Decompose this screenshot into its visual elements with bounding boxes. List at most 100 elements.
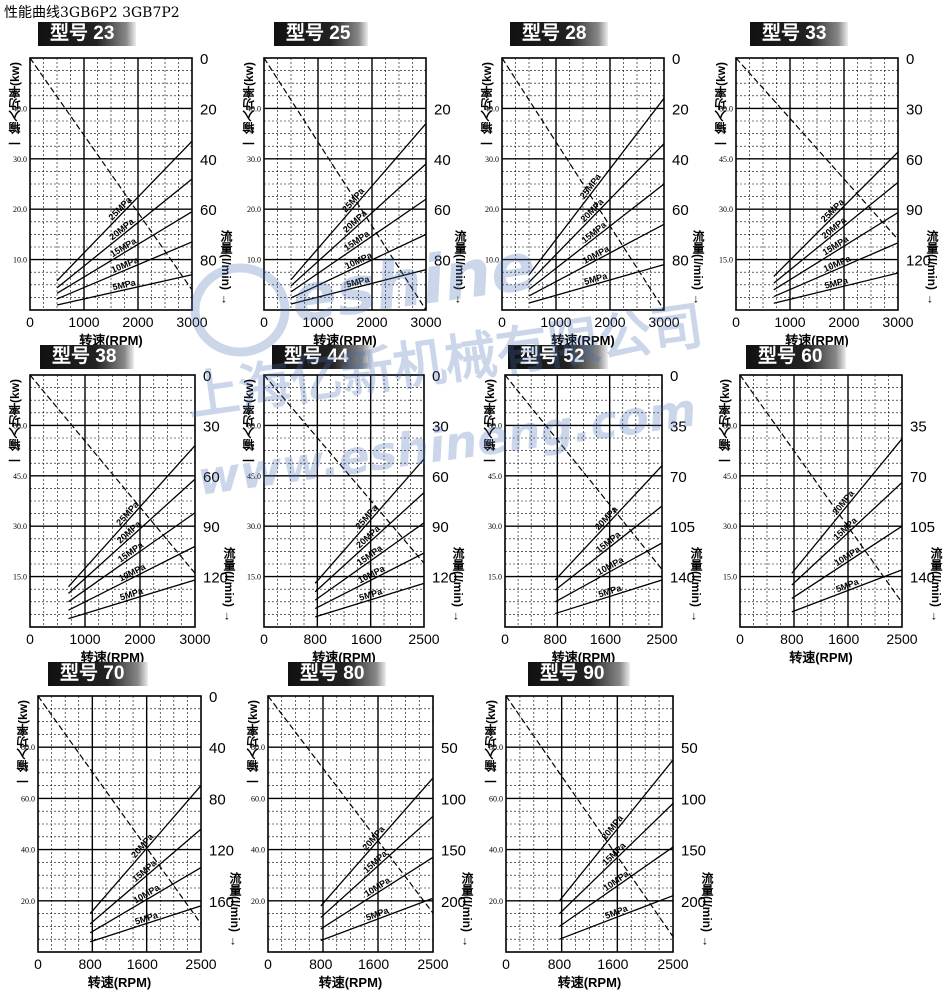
- y-axis-right-label: 流量(l/min) →: [451, 547, 465, 623]
- series-line-25MPa: [56, 140, 193, 282]
- right-tick-label: 20: [200, 101, 217, 118]
- left-tick-label: 10.0: [13, 256, 27, 265]
- left-tick-label: 30.0: [247, 522, 261, 531]
- flow-curve: [504, 374, 663, 570]
- series-line-10MPa: [68, 545, 196, 611]
- left-tick-label: 40.0: [251, 846, 265, 855]
- left-tick-label: 60.0: [13, 421, 27, 430]
- plot-frame: [267, 695, 434, 953]
- x-tick-label: 1000: [68, 314, 99, 330]
- left-tick-label: 15.0: [247, 573, 261, 582]
- series-line-20MPa: [314, 492, 425, 593]
- series-line-25MPa: [314, 458, 425, 584]
- series-line-25MPa: [773, 151, 899, 277]
- right-tick-label: 60: [203, 469, 220, 486]
- left-tick-label: 45.0: [247, 472, 261, 481]
- plot-frame: [263, 57, 427, 311]
- x-tick-label: 2000: [594, 314, 625, 330]
- right-tick-label: 70: [910, 469, 927, 486]
- right-tick-label: 50: [681, 740, 698, 757]
- x-tick-label: 2500: [185, 956, 216, 972]
- x-tick-label: 800: [78, 956, 102, 972]
- right-tick-label: 120: [203, 570, 228, 587]
- plot-frame: [37, 695, 202, 953]
- x-tick-label: 1000: [774, 314, 805, 330]
- flow-curve: [29, 374, 196, 574]
- left-tick-label: 20.0: [251, 897, 265, 906]
- flow-curve: [37, 695, 202, 925]
- x-tick-label: 1600: [597, 956, 628, 972]
- left-tick-label: 15.0: [723, 573, 737, 582]
- series-line-15MPa: [89, 828, 202, 925]
- right-tick-label: 0: [203, 368, 211, 385]
- series-line-10MPa: [554, 542, 663, 603]
- model-label: 型号 90: [528, 662, 630, 686]
- left-tick-label: 30.0: [723, 522, 737, 531]
- series-line-25MPa: [528, 97, 665, 276]
- x-tick-label: 1600: [828, 631, 859, 647]
- model-label: 型号 60: [746, 345, 846, 369]
- right-tick-label: 60: [432, 469, 449, 486]
- x-axis-label: 转速(RPM): [551, 333, 615, 348]
- right-tick-label: 90: [906, 202, 923, 219]
- series-line-20MPa: [528, 143, 665, 283]
- series-line-15MPa: [773, 212, 899, 291]
- x-tick-label: 0: [502, 956, 510, 972]
- series-line-20MPa: [791, 438, 903, 574]
- x-axis-label: 转速(RPM): [80, 650, 145, 665]
- right-tick-label: 90: [432, 519, 449, 536]
- x-tick-label: 800: [544, 631, 568, 647]
- x-tick-label: 800: [548, 956, 572, 972]
- model-label: 型号 52: [508, 345, 608, 369]
- left-tick-label: 15.0: [13, 573, 27, 582]
- left-tick-label: 20.0: [247, 205, 261, 214]
- right-tick-label: 60: [672, 202, 689, 219]
- left-tick-label: 60.0: [251, 794, 265, 803]
- x-tick-label: 0: [26, 631, 34, 647]
- series-line-10MPa: [773, 242, 899, 298]
- right-tick-label: 70: [670, 469, 687, 486]
- right-tick-label: 60: [906, 152, 923, 169]
- series-line-10MPa: [528, 223, 665, 297]
- x-tick-label: 3000: [410, 314, 441, 330]
- model-label: 型号 80: [288, 662, 386, 686]
- page-title: 性能曲线3GB6P2 3GB7P2: [4, 5, 180, 21]
- series-line-10MPa: [56, 241, 193, 300]
- right-tick-label: 200: [441, 894, 466, 911]
- series-line-10MPa: [791, 525, 903, 599]
- x-tick-label: 3000: [179, 631, 210, 647]
- flow-curve: [501, 57, 665, 311]
- y-axis-right-label: 流量(l/min) →: [689, 547, 703, 623]
- right-tick-label: 105: [910, 519, 935, 536]
- right-tick-label: 140: [910, 570, 935, 587]
- y-axis-left-label: 一 输入功率(kw): [484, 700, 498, 788]
- model-label: 型号 33: [750, 22, 848, 46]
- left-tick-label: 60.0: [489, 794, 503, 803]
- model-label: 型号 38: [40, 345, 134, 369]
- plot-frame: [504, 374, 663, 628]
- x-tick-label: 1600: [351, 631, 382, 647]
- y-axis-right-label: 流量(l/min) →: [929, 547, 943, 623]
- y-axis-right-label: 流量(l/min) →: [453, 230, 467, 306]
- series-line-15MPa: [528, 183, 665, 290]
- series-line-5MPa: [559, 895, 674, 940]
- left-tick-label: 40.0: [485, 104, 499, 113]
- series-line-15MPa: [320, 815, 434, 918]
- flow-curve: [263, 57, 427, 311]
- flow-curve: [267, 695, 434, 914]
- right-tick-label: 80: [200, 253, 217, 270]
- left-tick-label: 20.0: [485, 205, 499, 214]
- series-line-20MPa: [68, 478, 196, 594]
- left-tick-label: 40.0: [21, 846, 35, 855]
- right-tick-label: 90: [203, 519, 220, 536]
- right-tick-label: 60: [434, 202, 451, 219]
- right-tick-label: 40: [200, 152, 217, 169]
- x-tick-label: 800: [304, 631, 328, 647]
- series-label: 15MPa: [600, 840, 628, 868]
